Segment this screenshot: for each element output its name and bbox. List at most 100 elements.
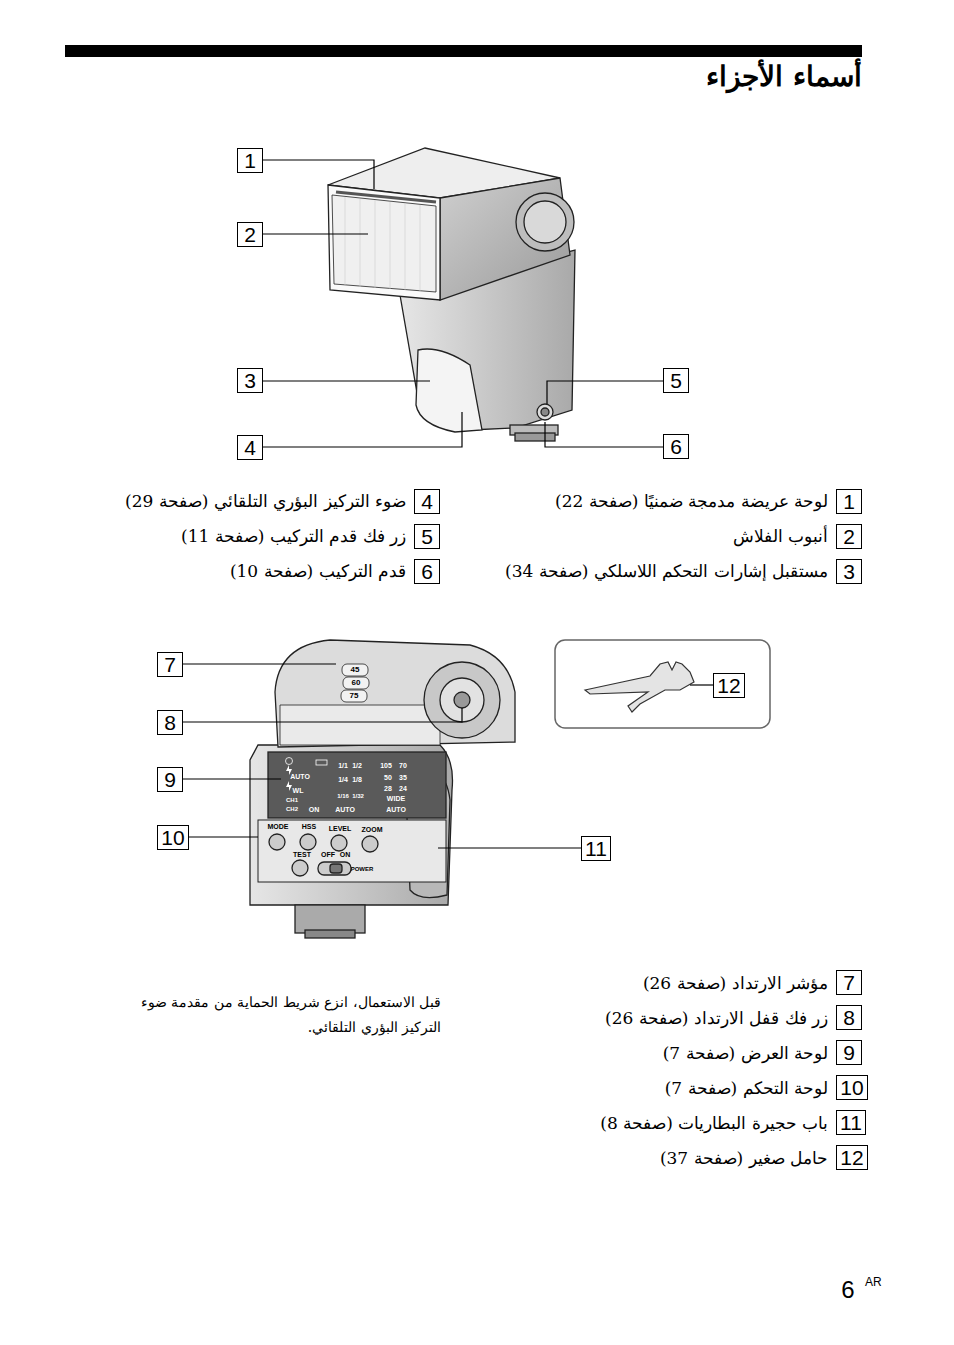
panel-text: 45 (351, 665, 360, 675)
panel-text: 1/4 (338, 776, 348, 784)
callout-text: 8 (843, 1007, 855, 1028)
panel-text: 35 (399, 774, 407, 782)
panel-text: WIDE (387, 795, 405, 803)
panel-text: 1/32 (352, 793, 364, 800)
panel-text: TEST (293, 851, 311, 859)
part-name: حامل صغير (صفحة 37) (660, 1148, 828, 1168)
flash-back-view (250, 640, 515, 938)
part-name: زر فك قفل الارتداد (صفحة 26) (605, 1008, 828, 1028)
part-name: قدم التركيب (صفحة 10) (230, 561, 406, 581)
panel-text: 28 (384, 785, 392, 793)
callout-text: 6 (421, 561, 433, 582)
callout-text: 5 (670, 370, 682, 391)
callout-text: 4 (244, 437, 256, 458)
callout-text: 12 (717, 675, 740, 696)
callout-number: 6 (414, 559, 440, 584)
callout-number: 8 (836, 1005, 862, 1030)
callout-text: 2 (244, 224, 256, 245)
part-name: لوحة العرض (صفحة 7) (663, 1043, 828, 1063)
callout-number: 4 (237, 435, 263, 460)
callout-number: 11 (836, 1110, 866, 1135)
header-bar (65, 45, 862, 57)
page-title: أسماء الأجزاء (706, 60, 862, 93)
panel-text: POWER (351, 866, 374, 873)
mini-stand (585, 662, 694, 712)
panel-text: 1/2 (352, 762, 362, 770)
panel-text: 105 (380, 762, 392, 770)
callout-text: 5 (421, 526, 433, 547)
callout-number: 11 (581, 836, 611, 861)
panel-text: AUTO (290, 773, 310, 781)
callout-number: 7 (836, 970, 862, 995)
part-name: أنبوب الفلاش (733, 526, 828, 546)
panel-text: 75 (350, 691, 359, 701)
flash-front-view (328, 148, 575, 441)
callout-text: 3 (843, 561, 855, 582)
callout-text: 7 (164, 654, 176, 675)
callout-number: 10 (836, 1075, 868, 1100)
callout-number: 8 (157, 710, 183, 735)
accessory-frame (555, 640, 770, 728)
panel-text: 1/8 (352, 776, 362, 784)
panel-text: HSS (302, 823, 316, 831)
panel-text: CH1 (286, 797, 298, 804)
panel-text: 1/1 (338, 762, 348, 770)
callout-text: 10 (840, 1077, 863, 1098)
callout-text: 8 (164, 712, 176, 733)
callout-number: 3 (237, 368, 263, 393)
callout-text: 1 (244, 150, 256, 171)
callout-number: 9 (157, 767, 183, 792)
callout-number: 4 (414, 489, 440, 514)
callout-number: 3 (836, 559, 862, 584)
panel-text: AUTO (335, 806, 355, 814)
callout-text: 12 (840, 1147, 863, 1168)
callout-number: 5 (414, 524, 440, 549)
panel-text: LEVEL (329, 825, 352, 833)
callout-text: 9 (843, 1042, 855, 1063)
callout-text: 11 (585, 838, 607, 859)
callout-number: 2 (237, 222, 263, 247)
part-name: زر فك قدم التركيب (صفحة 11) (181, 526, 406, 546)
panel-text: 1/16 (337, 793, 349, 800)
panel-text: ON (309, 806, 320, 814)
callout-text: 11 (840, 1112, 862, 1133)
callout-text: 10 (161, 827, 184, 848)
panel-text: 24 (399, 785, 407, 793)
callout-number: 7 (157, 652, 183, 677)
callout-number: 9 (836, 1040, 862, 1065)
callout-number: 2 (836, 524, 862, 549)
part-name: مؤشر الارتداد (صفحة 26) (643, 973, 828, 993)
callout-number: 10 (157, 825, 189, 850)
callout-text: 9 (164, 769, 176, 790)
callout-number: 1 (836, 489, 862, 514)
panel-text: 60 (352, 678, 361, 688)
callout-number: 5 (663, 368, 689, 393)
part-name: مستقبل إشارات التحكم اللاسلكي (صفحة 34) (505, 561, 828, 581)
callout-text: 3 (244, 370, 256, 391)
callout-number: 1 (237, 148, 263, 173)
panel-text: MODE (268, 823, 289, 831)
part-name: باب حجيرة البطاريات (صفحة 8) (600, 1113, 828, 1133)
part-name: ضوء التركيز البؤري التلقائي (صفحة 29) (125, 491, 406, 511)
panel-text: WL (293, 787, 304, 795)
page-suffix: AR (865, 1275, 882, 1289)
callout-number: 12 (713, 673, 745, 698)
panel-text: CH2 (286, 806, 298, 813)
callout-text: 4 (421, 491, 433, 512)
part-name: لوحة عريضة مدمجة ضمنيًا (صفحة 22) (555, 491, 828, 511)
panel-text: AUTO (386, 806, 406, 814)
usage-note: قبل الاستعمال، انزع شريط الحماية من مقدم… (105, 990, 441, 1039)
panel-text: ON (340, 851, 351, 859)
page-number: 6 (841, 1276, 854, 1305)
callout-text: 1 (843, 491, 855, 512)
callout-text: 6 (670, 436, 682, 457)
callout-number: 6 (663, 434, 689, 459)
callout-number: 12 (836, 1145, 868, 1170)
panel-text: OFF (321, 851, 335, 859)
panel-text: 50 (384, 774, 392, 782)
panel-text: ZOOM (362, 826, 383, 834)
panel-text: 70 (399, 762, 407, 770)
callout-text: 2 (843, 526, 855, 547)
part-name: لوحة التحكم (صفحة 7) (665, 1078, 828, 1098)
